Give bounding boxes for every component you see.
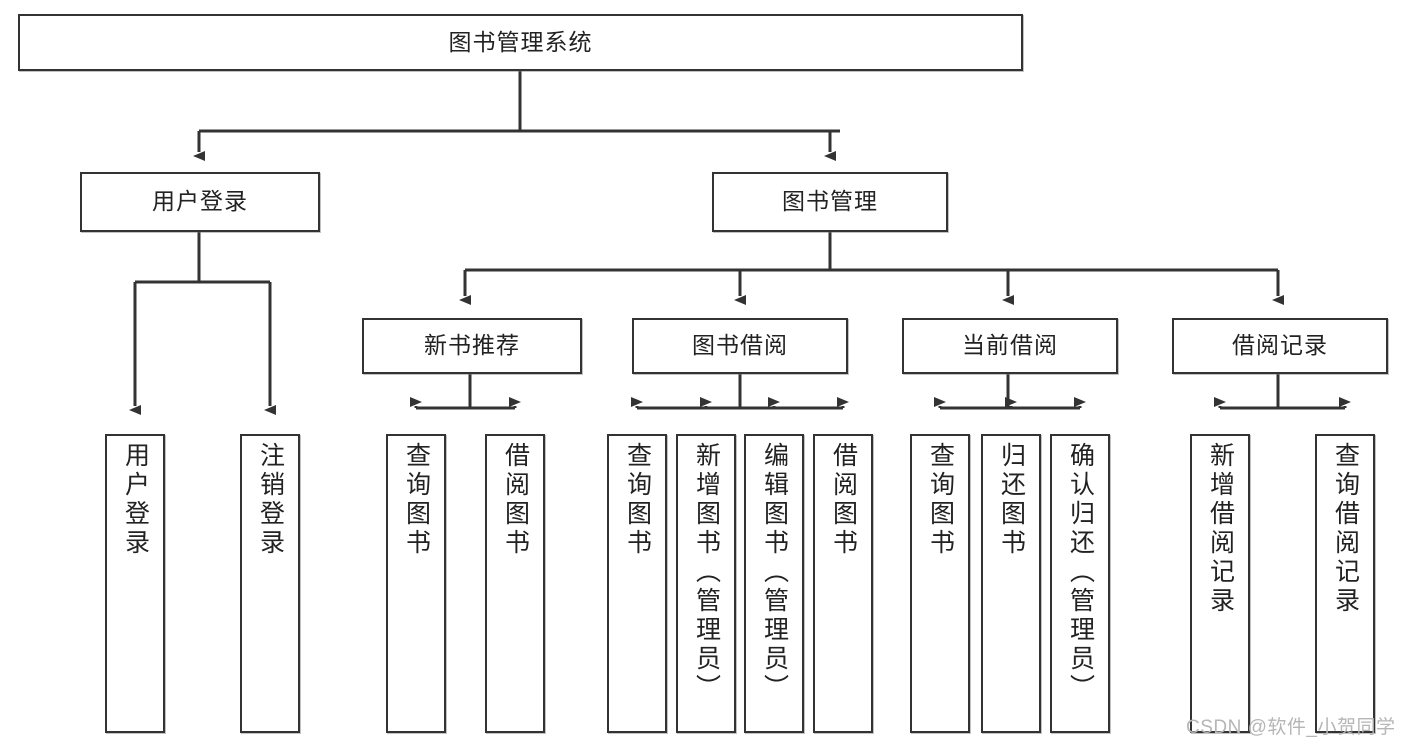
leaf-currentborrow-query-book[interactable]: 查询图书 [910,434,970,733]
leaf-borrowrecord-add-record[interactable]: 新增借阅记录 [1190,434,1250,733]
leaf-borrowrecord-add-record-label: 新增借阅记录 [1206,442,1235,616]
node-user-login-label: 用户登录 [152,188,248,215]
leaf-user-login[interactable]: 用户登录 [105,434,165,733]
node-user-login[interactable]: 用户登录 [80,172,320,232]
leaf-newbook-query-book-label: 查询图书 [402,442,431,558]
leaf-bookborrow-borrow-book[interactable]: 借阅图书 [813,434,873,733]
leaf-bookborrow-edit-book-label: 编辑图书（管理员） [760,442,789,703]
node-current-borrow[interactable]: 当前借阅 [902,318,1118,374]
leaf-currentborrow-return-book-label: 归还图书 [997,442,1026,558]
leaf-currentborrow-return-book[interactable]: 归还图书 [981,434,1041,733]
node-new-book-recommend-label: 新书推荐 [424,332,520,359]
watermark-text: CSDN @软件_小贺同学 [1186,717,1396,738]
leaf-user-login-label: 用户登录 [121,442,150,558]
node-current-borrow-label: 当前借阅 [962,332,1058,359]
node-root-label: 图书管理系统 [448,28,593,55]
node-borrow-record-label: 借阅记录 [1232,332,1328,359]
leaf-newbook-borrow-book-label: 借阅图书 [501,442,530,558]
leaf-currentborrow-confirm-return-label: 确认归还（管理员） [1066,442,1095,703]
node-new-book-recommend[interactable]: 新书推荐 [362,318,582,374]
leaf-newbook-query-book[interactable]: 查询图书 [386,434,446,733]
leaf-logout[interactable]: 注销登录 [240,434,300,733]
leaf-borrowrecord-query-record[interactable]: 查询借阅记录 [1315,434,1375,733]
node-book-management[interactable]: 图书管理 [712,172,948,232]
leaf-bookborrow-add-book[interactable]: 新增图书（管理员） [676,434,736,733]
leaf-newbook-borrow-book[interactable]: 借阅图书 [485,434,545,733]
node-book-management-label: 图书管理 [782,188,878,215]
leaf-bookborrow-edit-book[interactable]: 编辑图书（管理员） [744,434,804,733]
leaf-bookborrow-query-book[interactable]: 查询图书 [607,434,667,733]
node-book-borrow-label: 图书借阅 [692,332,788,359]
node-book-borrow[interactable]: 图书借阅 [632,318,848,374]
node-root[interactable]: 图书管理系统 [18,14,1023,71]
node-borrow-record[interactable]: 借阅记录 [1172,318,1388,374]
leaf-currentborrow-confirm-return[interactable]: 确认归还（管理员） [1050,434,1110,733]
leaf-bookborrow-borrow-book-label: 借阅图书 [829,442,858,558]
leaf-borrowrecord-query-record-label: 查询借阅记录 [1331,442,1360,616]
leaf-bookborrow-query-book-label: 查询图书 [623,442,652,558]
leaf-currentborrow-query-book-label: 查询图书 [926,442,955,558]
leaf-logout-label: 注销登录 [256,442,285,558]
leaf-bookborrow-add-book-label: 新增图书（管理员） [692,442,721,703]
